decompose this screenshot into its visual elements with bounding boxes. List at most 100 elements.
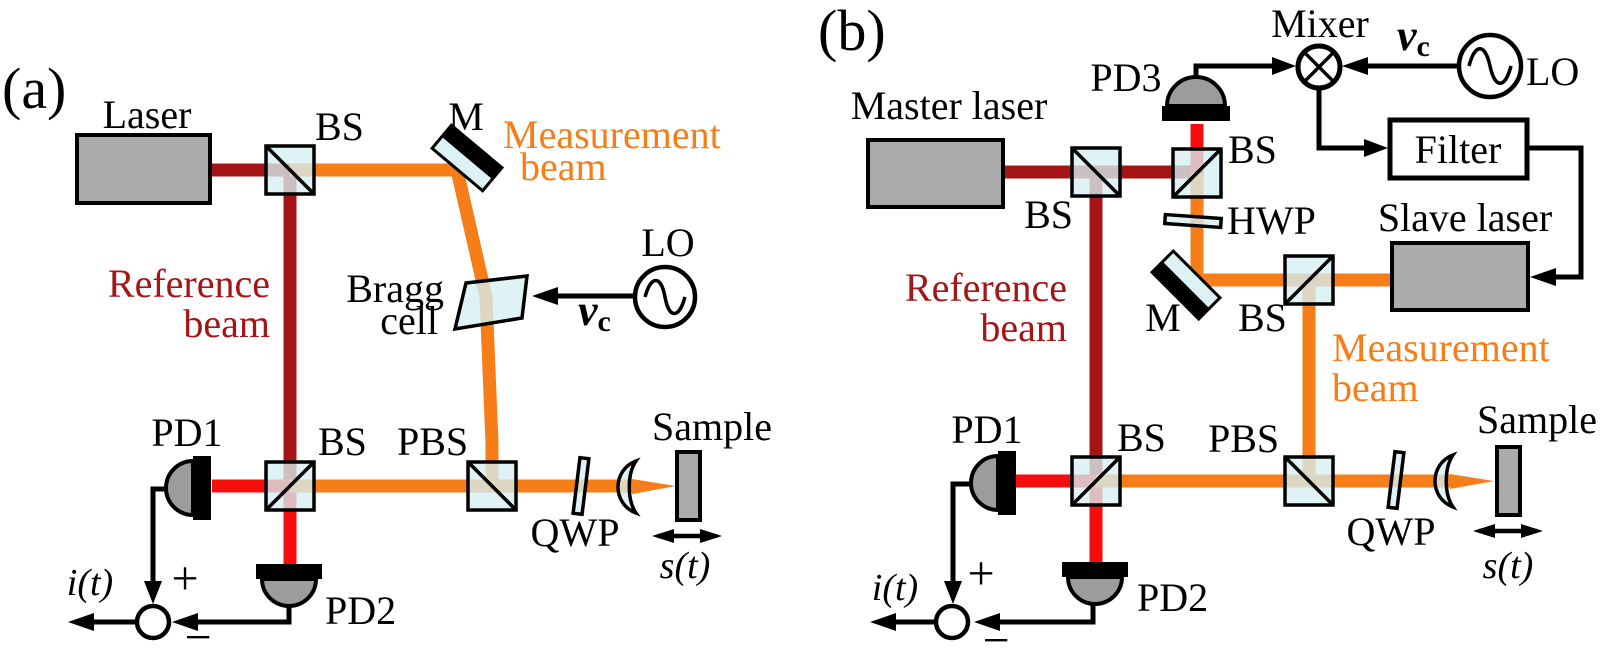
a-sample-label: Sample [652,404,772,449]
b-lo-oscillator [1456,32,1524,100]
b-mixer [1295,43,1343,91]
b-filter-arrowhead [1364,139,1388,157]
b-pd1 [969,451,1016,515]
a-measurement-label-2: beam [520,144,607,189]
a-minus-sign: − [184,611,211,648]
b-bs1-label: BS [1024,192,1073,237]
a-bs-top [264,144,316,196]
a-focused-beam [632,479,676,494]
b-lo-arrowhead [1342,57,1368,75]
a-displacement-arrow [652,529,722,543]
b-pd1-dome [969,453,1000,513]
a-bs-top-diagonal [264,144,316,196]
a-nu-c-label: νc [578,286,611,338]
b-panel-tag: (b) [818,0,886,63]
b-minus-sign: − [982,614,1009,648]
a-mirror-coating [441,125,502,180]
b-pd2-label: PD2 [1137,575,1208,620]
a-pd2-label: PD2 [325,588,396,633]
a-measurement-label-1: Measurement [503,112,721,157]
b-pd2 [1062,562,1128,606]
b-mirror-coating [1152,261,1210,319]
a-laser-label: Laser [103,92,192,137]
a-lo-label: LO [641,220,694,265]
a-reference-label-1: Reference [108,261,270,306]
a-pbs-diagonal [466,460,518,512]
a-sample-box [675,450,702,522]
a-qwp [571,455,591,517]
a-pd1-dome [164,458,195,518]
b-bs-bottom-label: BS [1117,415,1166,460]
b-bs3-diagonal [1283,254,1335,306]
a-pd2-plate [256,564,322,579]
a-s-arrowhead-right [700,529,722,543]
a-panel-tag: (a) [2,56,66,121]
a-bragg-label-2: cell [380,298,438,343]
a-s-t-label: s(t) [660,545,711,587]
a-summing-node [134,603,172,641]
b-bs-bottom-diagonal [1070,455,1122,507]
a-bs-top-label: BS [315,104,364,149]
b-lo-sine-icon [1467,47,1513,85]
b-pd1-wire [950,481,971,581]
a-pd1-plate [193,456,211,520]
a-bs-bottom-label: BS [318,419,367,464]
b-mirror-label: M [1145,295,1181,340]
a-bs-bottom [264,460,316,512]
b-plus-sign: + [967,547,994,600]
a-reference-label-2: beam [183,301,270,346]
b-pd3-plate [1162,106,1230,121]
a-lo-oscillator [632,264,698,330]
a-i-t-label: i(t) [67,562,113,604]
b-master-laser-label: Master laser [851,83,1048,128]
b-mixer-filter-wire [1316,88,1364,151]
a-pd2-dome [259,577,319,608]
b-pbs [1283,455,1335,507]
b-reference-label-2: beam [980,305,1067,350]
a-bragg-cell [452,274,529,332]
b-summing-node [933,603,971,641]
b-pd1-plate [998,451,1016,515]
b-mirror [1149,248,1223,322]
b-mixer-cross-2 [1302,50,1336,84]
b-hwp [1162,212,1224,230]
b-bs3 [1283,254,1335,306]
a-qwp-plate [571,455,591,517]
b-measurement-label-1: Measurement [1332,325,1550,370]
b-reference-label-1: Reference [905,265,1067,310]
b-nu-c-label: νc [1397,11,1430,63]
a-qwp-label: QWP [531,510,620,555]
a-pd1-arrowhead [144,581,162,604]
b-i-t-label: i(t) [872,567,918,609]
a-pd1 [164,456,211,520]
b-pd3-label: PD3 [1090,55,1161,100]
a-lo-arrowhead [532,287,558,305]
a-pd2-wire [198,602,292,625]
b-bs1 [1070,146,1122,198]
b-hwp-plate [1162,212,1224,230]
a-output-arrowhead [68,613,94,631]
b-filter-box [1387,117,1530,181]
b-qwp [1386,449,1406,511]
b-mixer-label: Mixer [1271,1,1369,46]
b-pd2-plate [1062,562,1128,577]
b-qwp-plate [1386,449,1406,511]
b-bs3-label: BS [1238,295,1287,340]
b-slave-laser-box [1390,241,1530,312]
a-pbs [466,460,518,512]
b-bs-bottom [1070,455,1122,507]
a-laser-box [75,133,212,205]
b-output-arrowhead [870,613,896,631]
b-bs2-diagonal [1171,147,1223,199]
a-pd2-arrowhead [172,613,198,631]
panel-a: (a) Laser BS M Measurement beam Referenc… [2,56,772,648]
b-displacement-arrow [1473,524,1543,538]
b-bs2-label: BS [1228,127,1277,172]
a-mirror-label: M [448,94,484,139]
b-measurement-label-2: beam [1332,365,1419,410]
b-pd3-arrowhead [1272,57,1296,75]
b-sample-label: Sample [1477,397,1597,442]
b-hwp-label: HWP [1227,198,1316,243]
